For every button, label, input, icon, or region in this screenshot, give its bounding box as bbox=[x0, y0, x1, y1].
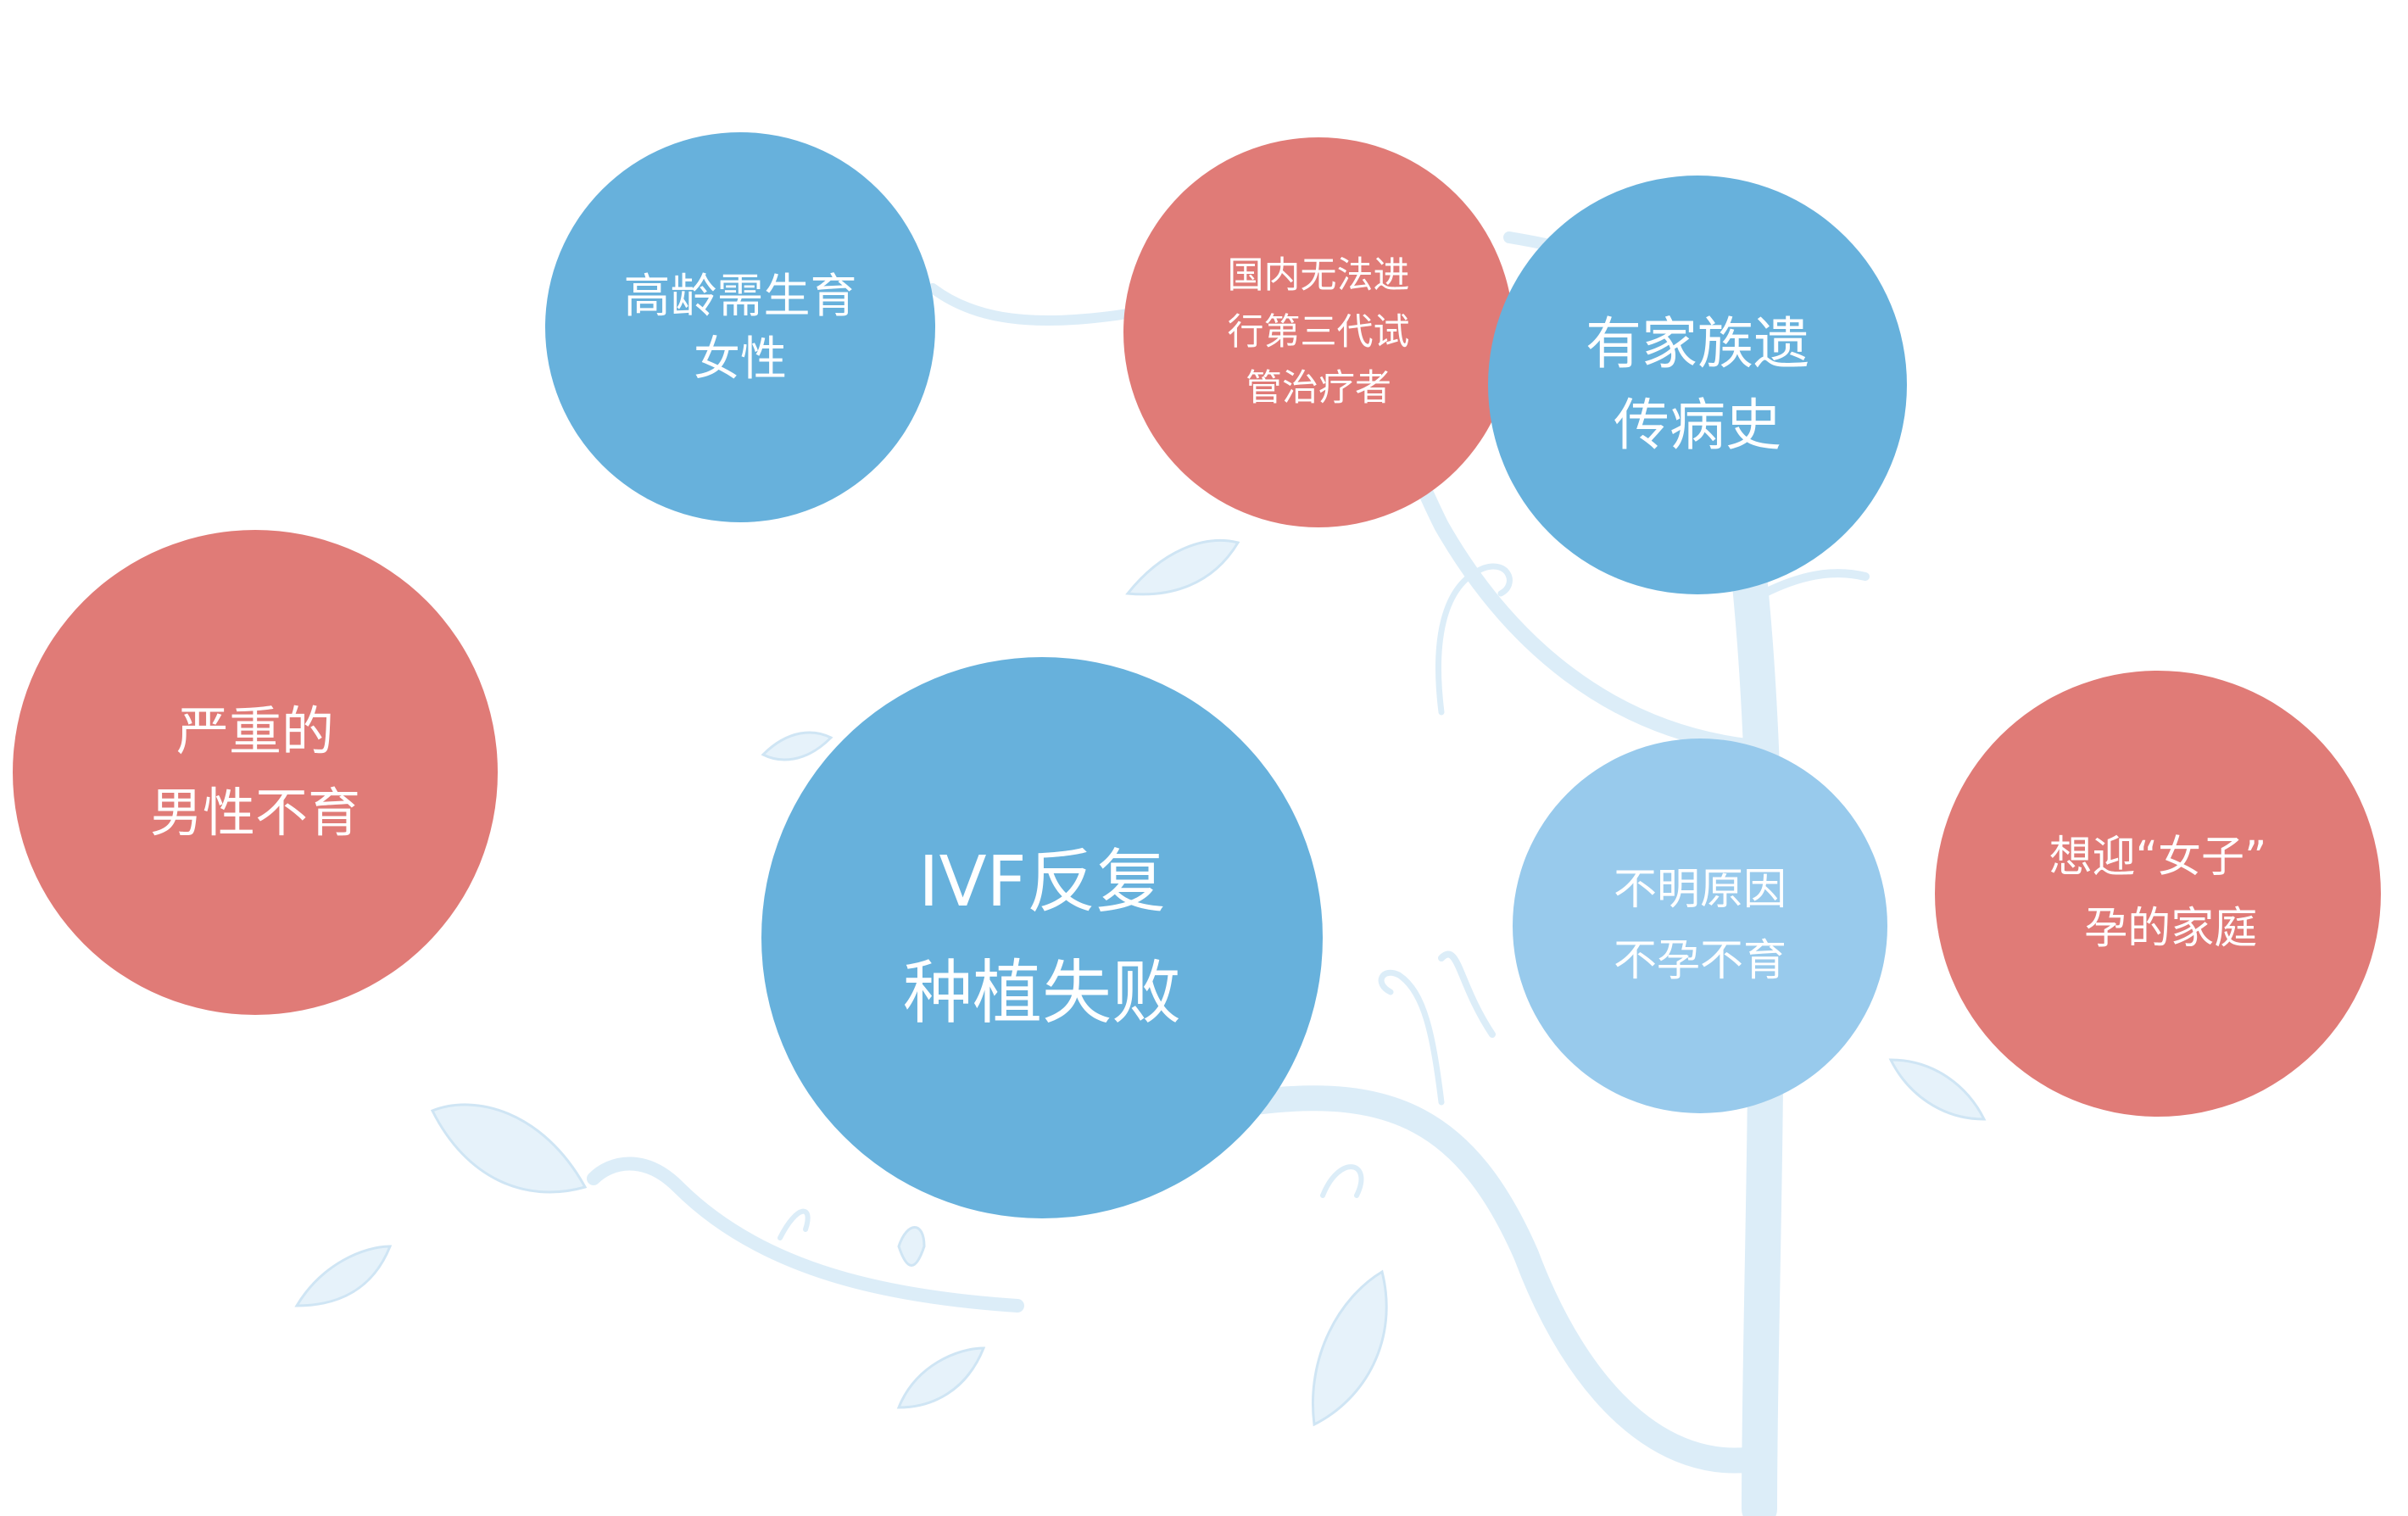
leaf bbox=[430, 1103, 588, 1194]
bubble-gender-preference-family: 想迎“女子” 孕的家庭 bbox=[1935, 671, 2381, 1117]
tree-curl bbox=[1378, 969, 1445, 1106]
leaf bbox=[896, 1346, 986, 1409]
bubble-text-line: 传病史 bbox=[1614, 393, 1781, 458]
bubble-text-line: 种植失败 bbox=[902, 953, 1181, 1034]
tree-curl bbox=[1435, 563, 1513, 716]
bubble-text-line: 女性 bbox=[693, 332, 787, 386]
bubble-unexplained-infertility: 不明原因不孕不育 bbox=[1513, 738, 1887, 1113]
bubble-text-line: IVF反复 bbox=[918, 841, 1166, 922]
bubble-text-line: 不孕不育 bbox=[1613, 936, 1786, 986]
tree-branch bbox=[1759, 569, 1870, 598]
tree-branch bbox=[1320, 1164, 1364, 1198]
tree-branch bbox=[778, 1208, 811, 1240]
leaf bbox=[294, 1245, 393, 1307]
bubble-text-line: 管治疗者 bbox=[1246, 367, 1391, 410]
bubble-text-line: 严重的 bbox=[176, 699, 334, 762]
bubble-text-line: 有家族遗 bbox=[1586, 311, 1809, 377]
leaf bbox=[1312, 1269, 1388, 1427]
bubble-ivf-implantation-failure: IVF反复种植失败 bbox=[761, 657, 1323, 1218]
bubble-text-line: 想迎“女子” bbox=[2048, 832, 2267, 883]
tree-branch bbox=[1438, 950, 1496, 1038]
bubble-severe-male-infertility: 严重的男性不育 bbox=[13, 530, 498, 1015]
bubble-text-line: 国内无法进 bbox=[1227, 254, 1410, 298]
tree-branch bbox=[928, 283, 1133, 326]
bubble-text-line: 不明原因 bbox=[1613, 864, 1786, 915]
tree-branch bbox=[587, 1157, 1024, 1313]
leaf bbox=[761, 731, 833, 761]
bubble-text-line: 行第三代试 bbox=[1227, 310, 1410, 354]
leaf bbox=[1888, 1058, 1987, 1121]
bubble-no-domestic-pgt: 国内无法进行第三代试管治疗者 bbox=[1123, 137, 1513, 527]
tree-branch bbox=[1242, 1085, 1772, 1474]
bubble-text-line: 高龄需生育 bbox=[623, 268, 857, 323]
bubble-family-genetic-history: 有家族遗传病史 bbox=[1488, 176, 1907, 594]
leaf bbox=[1125, 539, 1240, 596]
bubble-text-line: 孕的家庭 bbox=[2084, 904, 2258, 954]
leaf bbox=[897, 1226, 926, 1267]
bubble-advanced-age-women: 高龄需生育女性 bbox=[545, 132, 935, 522]
bubble-text-line: 男性不育 bbox=[149, 782, 360, 844]
